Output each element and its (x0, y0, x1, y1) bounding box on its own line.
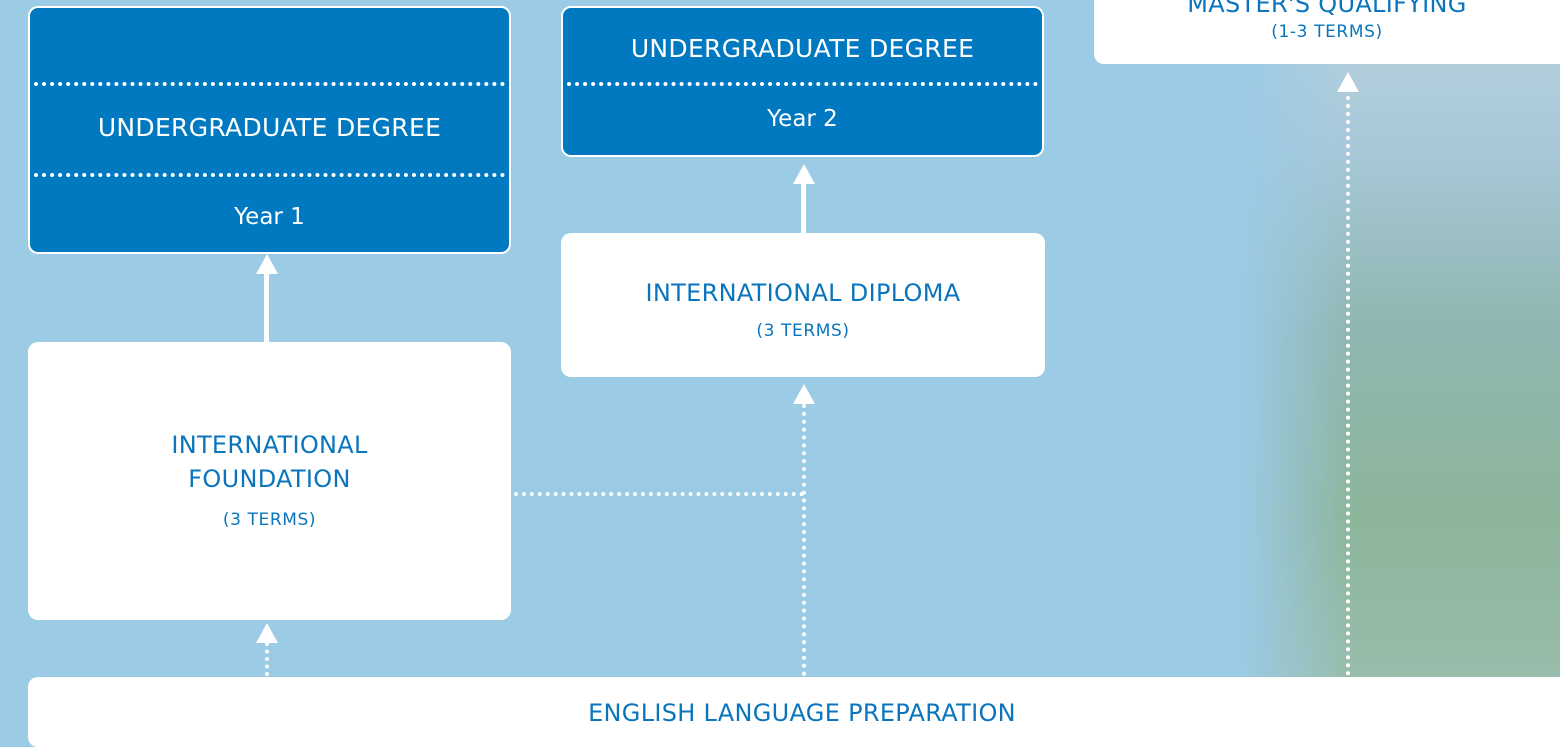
background-photo (1240, 0, 1560, 741)
international-foundation-title-line1: INTERNATIONAL (171, 431, 368, 459)
connector-english-to-masters (1346, 96, 1350, 676)
connector-foundation-to-diploma (514, 492, 804, 496)
arrow-up-icon (256, 623, 278, 643)
dotted-divider (34, 82, 505, 86)
dotted-divider (567, 82, 1038, 86)
dotted-divider (34, 173, 505, 177)
connector-foundation-to-year1 (264, 272, 269, 342)
masters-qualifying-box: MASTER'S QUALIFYING (1-3 TERMS) (1094, 0, 1560, 64)
international-foundation-box: INTERNATIONAL FOUNDATION (3 TERMS) (28, 342, 511, 620)
undergraduate-year2-label: Year 2 (767, 106, 838, 132)
connector-diploma-to-year2 (801, 182, 806, 233)
arrow-up-icon (793, 384, 815, 404)
english-language-preparation-title: ENGLISH LANGUAGE PREPARATION (588, 699, 1016, 727)
international-diploma-terms: (3 TERMS) (756, 321, 850, 341)
english-language-preparation-box: ENGLISH LANGUAGE PREPARATION (28, 677, 1560, 747)
undergraduate-year1-label: Year 1 (234, 204, 305, 230)
arrow-up-icon (1337, 72, 1359, 92)
arrow-up-icon (256, 254, 278, 274)
masters-qualifying-title: MASTER'S QUALIFYING (1187, 0, 1467, 18)
undergraduate-year1-title: UNDERGRADUATE DEGREE (97, 113, 442, 142)
arrow-up-icon (793, 164, 815, 184)
undergraduate-year1-box: UNDERGRADUATE DEGREE Year 1 (28, 6, 511, 254)
undergraduate-year2-box: UNDERGRADUATE DEGREE Year 2 (561, 6, 1044, 157)
connector-english-to-diploma (802, 404, 806, 676)
masters-qualifying-terms: (1-3 TERMS) (1271, 22, 1383, 42)
connector-english-to-foundation (265, 642, 269, 676)
international-diploma-title: INTERNATIONAL DIPLOMA (645, 279, 961, 307)
international-diploma-box: INTERNATIONAL DIPLOMA (3 TERMS) (561, 233, 1045, 377)
international-foundation-terms: (3 TERMS) (222, 510, 317, 530)
undergraduate-year2-title: UNDERGRADUATE DEGREE (630, 34, 975, 63)
international-foundation-title-line2: FOUNDATION (188, 465, 351, 493)
